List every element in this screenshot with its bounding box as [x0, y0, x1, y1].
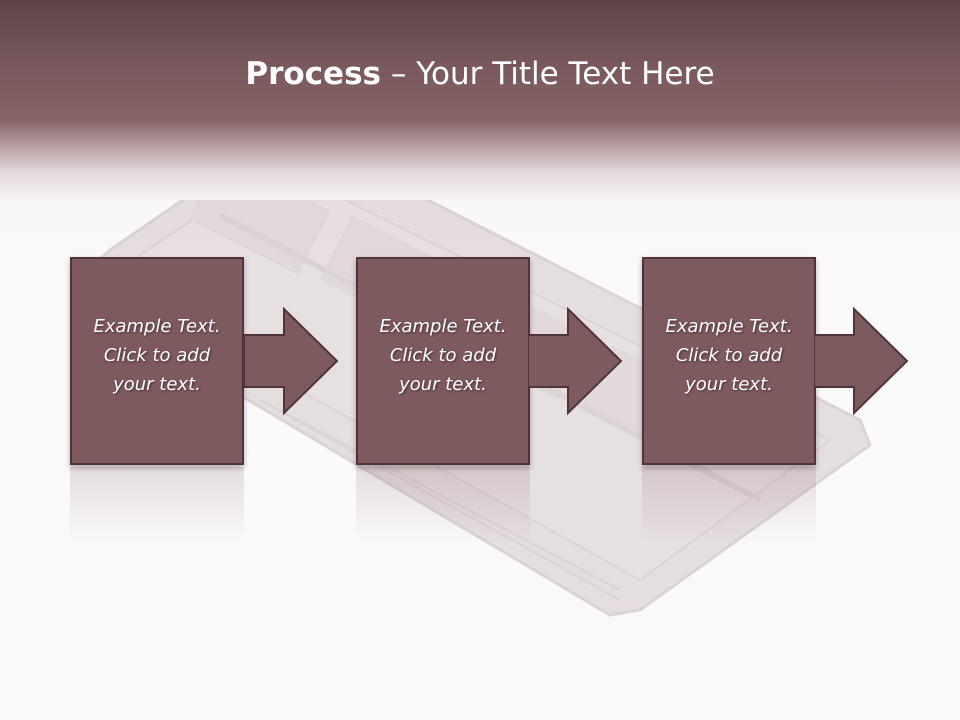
process-step-2-box[interactable]: Example Text. Click to add your text.	[356, 257, 530, 465]
process-step-3-box[interactable]: Example Text. Click to add your text.	[642, 257, 816, 465]
slide-title[interactable]: Process – Your Title Text Here	[0, 52, 960, 96]
step-3-line-3: your text.	[685, 373, 773, 395]
slide-title-rest: – Your Title Text Here	[381, 56, 715, 92]
header-band	[0, 0, 960, 200]
process-step-1-box[interactable]: Example Text. Click to add your text.	[70, 257, 244, 465]
process-arrow-2-icon	[528, 307, 623, 416]
process-step-3-text[interactable]: Example Text. Click to add your text.	[649, 312, 809, 399]
step-2-reflection	[356, 467, 530, 542]
step-3-line-2: Click to add	[675, 344, 783, 366]
slide-title-bold: Process	[245, 56, 381, 92]
step-1-line-3: your text.	[113, 373, 201, 395]
step-1-line-1: Example Text.	[93, 315, 221, 337]
process-step-1-text[interactable]: Example Text. Click to add your text.	[77, 312, 237, 399]
step-2-line-1: Example Text.	[379, 315, 507, 337]
step-1-reflection	[70, 467, 244, 542]
step-1-line-2: Click to add	[103, 344, 211, 366]
process-arrow-1-icon	[244, 307, 339, 416]
step-3-reflection	[642, 467, 816, 542]
process-step-2-text[interactable]: Example Text. Click to add your text.	[363, 312, 523, 399]
step-3-line-1: Example Text.	[665, 315, 793, 337]
step-2-line-3: your text.	[399, 373, 487, 395]
process-arrow-3-icon	[814, 307, 909, 416]
step-2-line-2: Click to add	[389, 344, 497, 366]
